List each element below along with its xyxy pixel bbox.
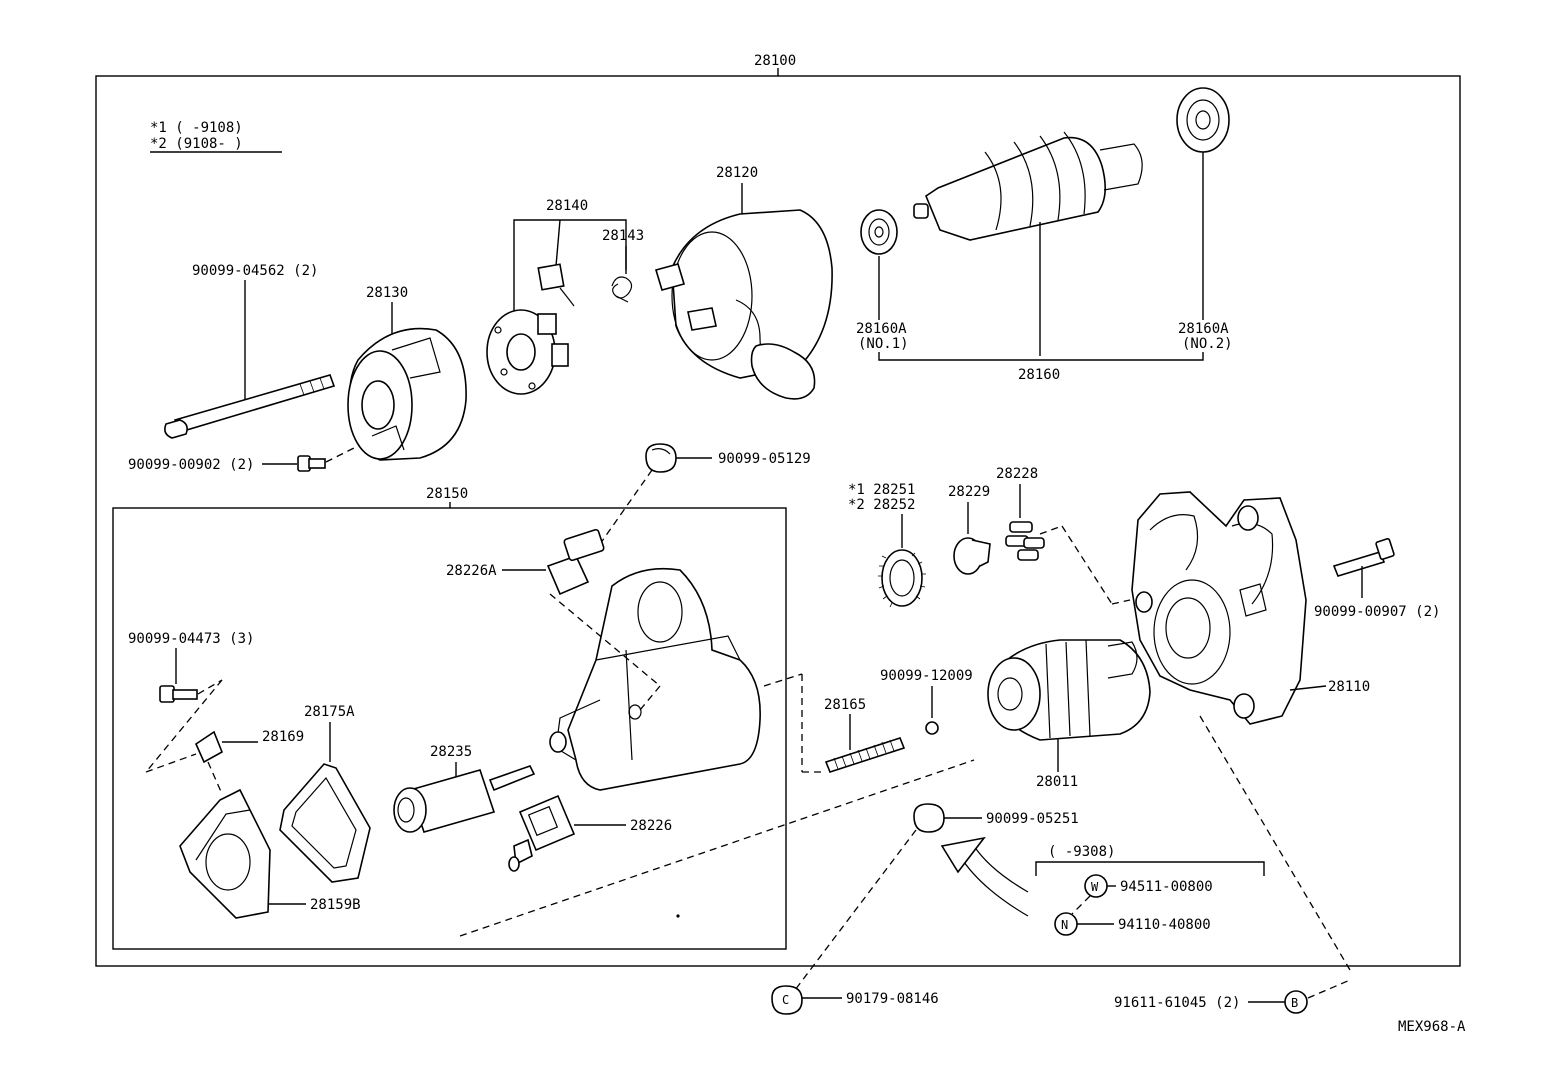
spring-icon xyxy=(824,737,906,773)
label-90099-12009: 90099-12009 xyxy=(880,668,973,684)
label-28011: 28011 xyxy=(1036,774,1078,790)
label-94511-00800: 94511-00800 xyxy=(1120,879,1213,895)
bearing-icon xyxy=(860,209,898,255)
dot-mark xyxy=(676,914,680,918)
washer-symbol: W xyxy=(1091,880,1099,894)
bolt-icon xyxy=(159,685,198,703)
label-28159b: 28159B xyxy=(310,897,361,913)
assembly-number: 28100 xyxy=(754,53,796,69)
label-28110: 28110 xyxy=(1328,679,1370,695)
range-9308-group: ( -9308) W 94511-00800 N 94110-40800 xyxy=(1035,844,1265,936)
assembly-frame: 28100 xyxy=(95,53,1461,967)
housing-bolt: 90099-00907 (2) xyxy=(1314,537,1440,620)
label-28226a: 28226A xyxy=(446,563,497,579)
clip-90179-08146: C 90179-08146 xyxy=(771,985,939,1015)
washer-icon: W xyxy=(1084,874,1108,898)
bolt-icon xyxy=(297,455,326,472)
label-28175a: 28175A xyxy=(304,704,355,720)
curved-arrow xyxy=(940,836,1029,917)
clip-icon xyxy=(194,730,224,764)
label-28169: 28169 xyxy=(262,729,304,745)
brush-spring-28143: 28143 xyxy=(602,228,644,303)
label-28160a-2: 28160A xyxy=(1178,321,1229,337)
label-28120: 28120 xyxy=(716,165,758,181)
cap-90099-05129: 90099-05129 xyxy=(599,443,811,545)
gear-icon xyxy=(878,549,926,608)
clip-icon xyxy=(953,537,991,575)
label-91611-61045: 91611-61045 (2) xyxy=(1114,995,1240,1011)
clip-icon xyxy=(1005,521,1045,561)
label-28143: 28143 xyxy=(602,228,644,244)
end-frame-screw: 90099-00902 (2) xyxy=(128,439,371,473)
clip-icon xyxy=(645,443,677,473)
armature-28160: 28160A (NO.1) 28160A (NO.2) 28160 xyxy=(856,87,1233,383)
label-28226: 28226 xyxy=(630,818,672,834)
through-bolt: 90099-04562 (2) xyxy=(164,263,336,439)
label-90179-08146: 90179-08146 xyxy=(846,991,939,1007)
bolt-icon xyxy=(1332,537,1395,577)
label-28130: 28130 xyxy=(366,285,408,301)
nut-icon: N xyxy=(1054,912,1078,936)
yoke-28120: 28120 xyxy=(654,165,833,400)
housing-28110: 28110 xyxy=(1131,491,1370,971)
bolt-icon xyxy=(164,374,336,439)
sheet-code: MEX968-A xyxy=(1398,1019,1466,1035)
bearing-icon xyxy=(1176,87,1230,153)
label-90099-00902: 90099-00902 (2) xyxy=(128,457,254,473)
label-28229: 28229 xyxy=(948,484,990,500)
clip-symbol: C xyxy=(782,993,789,1007)
notes-block: *1 ( -9108) *2 (9108- ) xyxy=(150,120,282,153)
bolt-icon: B xyxy=(1284,990,1308,1014)
label-28160a-1: 28160A xyxy=(856,321,907,337)
label-28251: *1 28251 xyxy=(848,482,915,498)
gear-group: *1 28251 *2 28252 28229 28228 xyxy=(848,466,1131,608)
label-28252: *2 28252 xyxy=(848,497,915,513)
spring-icon xyxy=(611,276,633,303)
nut-symbol: N xyxy=(1061,918,1068,932)
end-frame-28130: 28130 xyxy=(347,285,467,461)
note-2: *2 (9108- ) xyxy=(150,136,243,152)
label-28160a-1-sub: (NO.1) xyxy=(858,336,909,352)
label-28140: 28140 xyxy=(546,198,588,214)
return-spring-28165: 28165 xyxy=(824,697,906,773)
clip-icon xyxy=(913,803,945,833)
label-94110-40800: 94110-40800 xyxy=(1118,917,1211,933)
label-28160: 28160 xyxy=(1018,367,1060,383)
label-28235: 28235 xyxy=(430,744,472,760)
label-90099-04473: 90099-04473 (3) xyxy=(128,631,254,647)
starter-clutch-28011: 28011 xyxy=(987,639,1151,790)
bolt-symbol: B xyxy=(1291,996,1298,1010)
steel-ball: 90099-12009 xyxy=(880,668,973,735)
label-90099-04562: 90099-04562 (2) xyxy=(192,263,318,279)
clip-90099-05251: 90099-05251 xyxy=(791,803,1079,995)
clip-icon: C xyxy=(771,985,803,1015)
label-28228: 28228 xyxy=(996,466,1038,482)
label-90099-00907: 90099-00907 (2) xyxy=(1314,604,1440,620)
label-28150: 28150 xyxy=(426,486,468,502)
label-28160a-2-sub: (NO.2) xyxy=(1182,336,1233,352)
bolt-91611-61045: 91611-61045 (2) B xyxy=(1114,979,1351,1014)
label-range-9308: ( -9308) xyxy=(1048,844,1115,860)
label-28165: 28165 xyxy=(824,697,866,713)
label-90099-05129: 90099-05129 xyxy=(718,451,811,467)
note-1: *1 ( -9108) xyxy=(150,120,243,136)
brush-holder-28140: 28140 xyxy=(486,198,627,395)
magnetic-switch-28150: 28150 28226A 90099-04473 (3) xyxy=(112,486,787,950)
label-90099-05251: 90099-05251 xyxy=(986,811,1079,827)
